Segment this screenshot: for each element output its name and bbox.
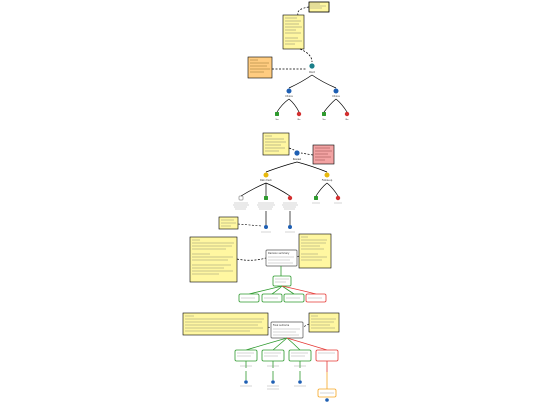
person-icon: [271, 380, 275, 384]
check-icon: [275, 112, 279, 116]
note-4-right: [308, 312, 340, 333]
outcome-box[interactable]: [261, 349, 285, 362]
result-4d[interactable]: [325, 398, 329, 402]
cross-icon: [296, 111, 302, 117]
row-3-boxes: [238, 293, 327, 303]
leaf-2a2[interactable]: [257, 196, 275, 210]
leaf-b2[interactable]: No: [344, 111, 350, 121]
note-orange: [247, 56, 273, 79]
leaf-2b1[interactable]: [312, 196, 320, 204]
person-icon: [325, 398, 329, 402]
outcome-box[interactable]: [234, 349, 258, 362]
leaf-a2[interactable]: No: [296, 111, 302, 121]
branch-label: Follow-up: [322, 179, 333, 182]
outcome-box-green[interactable]: [272, 275, 292, 287]
result-4a[interactable]: [244, 380, 248, 384]
result-4c[interactable]: [298, 380, 302, 384]
branch-node-2b[interactable]: Follow-up: [322, 172, 333, 183]
leaf-label: No: [298, 119, 301, 121]
box-title: Decision summary: [268, 252, 290, 255]
root-label: Root: [309, 71, 314, 74]
check-icon: [264, 196, 268, 200]
person-icon: [298, 380, 302, 384]
leaf-label: Yes: [275, 119, 278, 121]
leaf-a1[interactable]: Yes: [275, 112, 279, 121]
person-icon: [288, 225, 292, 229]
person-icon: [244, 380, 248, 384]
note-3-left: [189, 236, 238, 283]
outcome-box[interactable]: [288, 349, 312, 362]
note-top-small: [308, 1, 330, 13]
summary-box-4[interactable]: Final outcome: [270, 321, 304, 339]
leaf-2a3[interactable]: [282, 195, 298, 210]
network-icon: [294, 150, 300, 156]
outcome-box[interactable]: [315, 349, 339, 362]
decision-node-a[interactable]: Choice: [285, 88, 293, 99]
branch-label: Risk check: [260, 179, 272, 182]
leaf-label: Yes: [322, 119, 325, 121]
dashed-link: [297, 6, 310, 16]
network-icon: [309, 63, 315, 69]
result-2a[interactable]: [261, 225, 271, 233]
check-icon: [314, 196, 318, 200]
decision-label-a: Choice: [285, 95, 293, 98]
leaf-b1[interactable]: Yes: [322, 112, 326, 121]
note-3-right: [298, 233, 332, 269]
note-4-left: [182, 312, 269, 336]
decision-node-b[interactable]: Choice: [332, 88, 340, 99]
leaf-2b2[interactable]: [334, 195, 342, 204]
decision-label-b: Choice: [332, 95, 340, 98]
result-4b[interactable]: [271, 380, 275, 384]
note-red: [312, 144, 335, 165]
leaf-2a1[interactable]: [233, 195, 249, 210]
root-node-1[interactable]: Root: [309, 63, 315, 74]
cross-icon: [344, 111, 350, 117]
warning-icon: [263, 172, 269, 178]
person-icon: [264, 225, 268, 229]
cross-icon: [335, 195, 341, 201]
pin-icon: [286, 88, 292, 94]
cross-icon: [287, 195, 293, 201]
check-icon: [322, 112, 326, 116]
leaf-label: No: [346, 119, 349, 121]
warning-icon: [324, 172, 330, 178]
note-1: [282, 14, 305, 50]
result-2b[interactable]: [285, 225, 295, 233]
row-4-boxes: [234, 349, 339, 362]
summary-box-3[interactable]: Decision summary: [265, 249, 298, 267]
note-2: [262, 132, 290, 156]
root-label: Review: [293, 158, 301, 161]
box-title: Final outcome: [273, 324, 290, 327]
pin-icon: [333, 88, 339, 94]
root-node-2[interactable]: Review: [293, 150, 301, 161]
page-icon: [238, 195, 244, 201]
branch-node-2a[interactable]: Risk check: [260, 172, 273, 183]
